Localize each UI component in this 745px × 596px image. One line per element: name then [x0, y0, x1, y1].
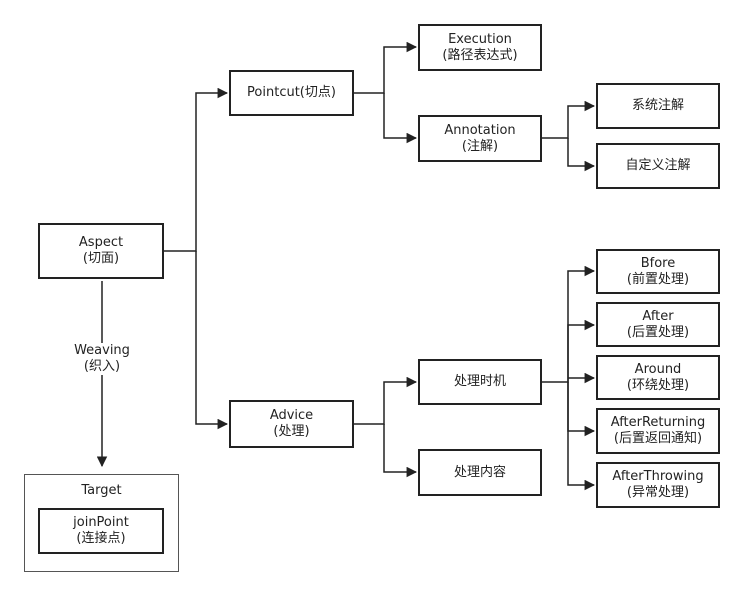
joinpoint-sublabel: (连接点) — [76, 531, 126, 546]
pointcut-label: Pointcut(切点) — [247, 85, 336, 100]
after-node: After (后置处理) — [596, 302, 720, 347]
aspect-label: Aspect — [78, 235, 124, 250]
after-throwing-sublabel: (异常处理) — [626, 485, 690, 500]
execution-label: Execution — [448, 31, 512, 47]
edge-timing-after — [567, 319, 596, 382]
edge-timing-afterreturning — [567, 382, 596, 437]
annotation-sublabel: (注解) — [461, 138, 499, 154]
around-sublabel: (环绕处理) — [626, 377, 690, 393]
execution-node: Execution (路径表达式) — [418, 24, 542, 71]
weaving-text: Weaving — [74, 343, 130, 358]
target-title: Target — [81, 483, 122, 498]
around-label: Around — [634, 361, 682, 377]
annotation-label: Annotation — [444, 122, 516, 138]
edge-aspect-advice — [195, 251, 229, 430]
aspect-node: Aspect (切面) — [38, 223, 164, 279]
custom-annotation-node: 自定义注解 — [596, 143, 720, 189]
edge-timing-afterthrowing — [567, 382, 596, 491]
after-throwing-label: AfterThrowing — [612, 469, 704, 484]
weaving-label: Weaving (织入) — [68, 343, 136, 375]
edge-aspect-pointcut — [164, 87, 229, 252]
execution-sublabel: (路径表达式) — [442, 47, 518, 63]
before-sublabel: (前置处理) — [626, 271, 690, 287]
annotation-node: Annotation (注解) — [418, 115, 542, 162]
edge-advice-timing — [354, 376, 418, 425]
advice-node: Advice (处理) — [229, 400, 354, 448]
timing-label: 处理时机 — [453, 374, 506, 389]
around-node: Around (环绕处理) — [596, 355, 720, 400]
advice-label: Advice — [269, 408, 314, 423]
content-node: 处理内容 — [418, 449, 542, 496]
aspect-sublabel: (切面) — [82, 251, 120, 266]
after-throwing-node: AfterThrowing (异常处理) — [596, 462, 720, 508]
edge-annotation-custom — [567, 138, 596, 172]
edge-annotation-system — [542, 100, 596, 139]
edge-pointcut-annotation — [383, 93, 418, 144]
after-label: After — [642, 308, 674, 324]
timing-node: 处理时机 — [418, 359, 542, 405]
after-returning-node: AfterReturning (后置返回通知) — [596, 408, 720, 454]
pointcut-node: Pointcut(切点) — [229, 70, 354, 116]
weaving-subtext: (织入) — [83, 359, 121, 374]
system-annotation-node: 系统注解 — [596, 83, 720, 129]
after-returning-label: AfterReturning — [610, 415, 706, 430]
before-node: Bfore (前置处理) — [596, 249, 720, 294]
joinpoint-node: joinPoint (连接点) — [38, 508, 164, 554]
joinpoint-label: joinPoint — [73, 515, 129, 530]
system-annotation-label: 系统注解 — [631, 98, 684, 113]
edge-advice-content — [383, 424, 418, 478]
after-returning-sublabel: (后置返回通知) — [613, 431, 703, 446]
content-label: 处理内容 — [453, 464, 506, 480]
advice-sublabel: (处理) — [273, 424, 310, 439]
before-label: Bfore — [640, 255, 676, 271]
edge-pointcut-execution — [354, 41, 418, 94]
custom-annotation-label: 自定义注解 — [625, 158, 691, 173]
after-sublabel: (后置处理) — [626, 324, 690, 340]
